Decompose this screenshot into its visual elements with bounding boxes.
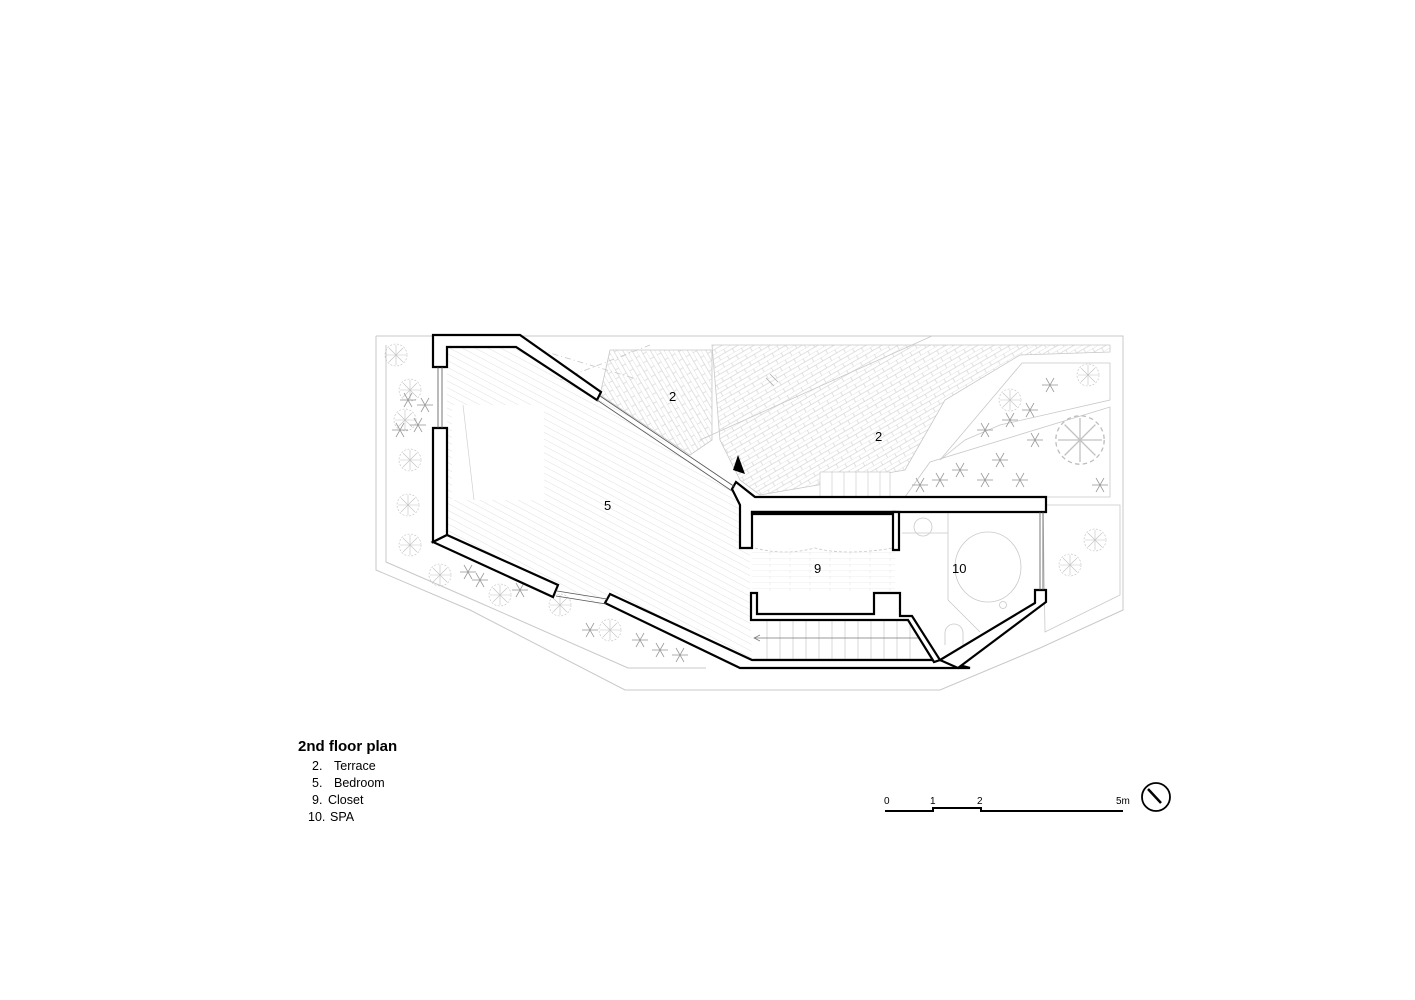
legend-label: Terrace	[334, 759, 376, 773]
scale-tick-0: 0	[884, 796, 890, 807]
closet-floor	[752, 548, 895, 591]
legend-num: 9.	[312, 793, 323, 807]
scale-bar: 0 1 2 5m	[884, 796, 1130, 812]
windows	[437, 367, 1044, 605]
scale-tick-5m: 5m	[1116, 796, 1130, 807]
legend-label: Closet	[328, 793, 364, 807]
stairs	[753, 619, 935, 660]
site-boundary	[375, 335, 1124, 691]
legend-item-terrace: 2. Terrace	[298, 758, 397, 775]
room-label-bedroom: 5	[604, 498, 611, 513]
walls	[430, 333, 1048, 670]
room-label-closet: 9	[814, 561, 821, 576]
room-label-spa: 10	[952, 561, 966, 576]
terrace-right	[699, 335, 1111, 498]
legend-item-spa: 10. SPA	[298, 809, 397, 826]
room-label-terrace-left: 2	[669, 389, 676, 404]
north-arrow-icon	[1141, 782, 1171, 812]
scale-tick-2: 2	[977, 796, 983, 807]
legend-label: Bedroom	[334, 776, 385, 790]
legend-num: 10.	[308, 810, 326, 824]
legend: 2nd floor plan 2. Terrace 5. Bedroom 9. …	[298, 738, 397, 826]
legend-item-closet: 9. Closet	[298, 792, 397, 809]
entry-arrow-icon	[733, 455, 745, 474]
room-label-terrace-right: 2	[875, 429, 882, 444]
spa-fixtures	[902, 512, 1022, 648]
bed	[452, 405, 544, 500]
scale-tick-1: 1	[930, 796, 936, 807]
legend-item-bedroom: 5. Bedroom	[298, 775, 397, 792]
legend-label: SPA	[330, 810, 355, 824]
legend-num: 5.	[312, 776, 323, 790]
legend-title: 2nd floor plan	[298, 738, 398, 755]
legend-num: 2.	[312, 759, 323, 773]
